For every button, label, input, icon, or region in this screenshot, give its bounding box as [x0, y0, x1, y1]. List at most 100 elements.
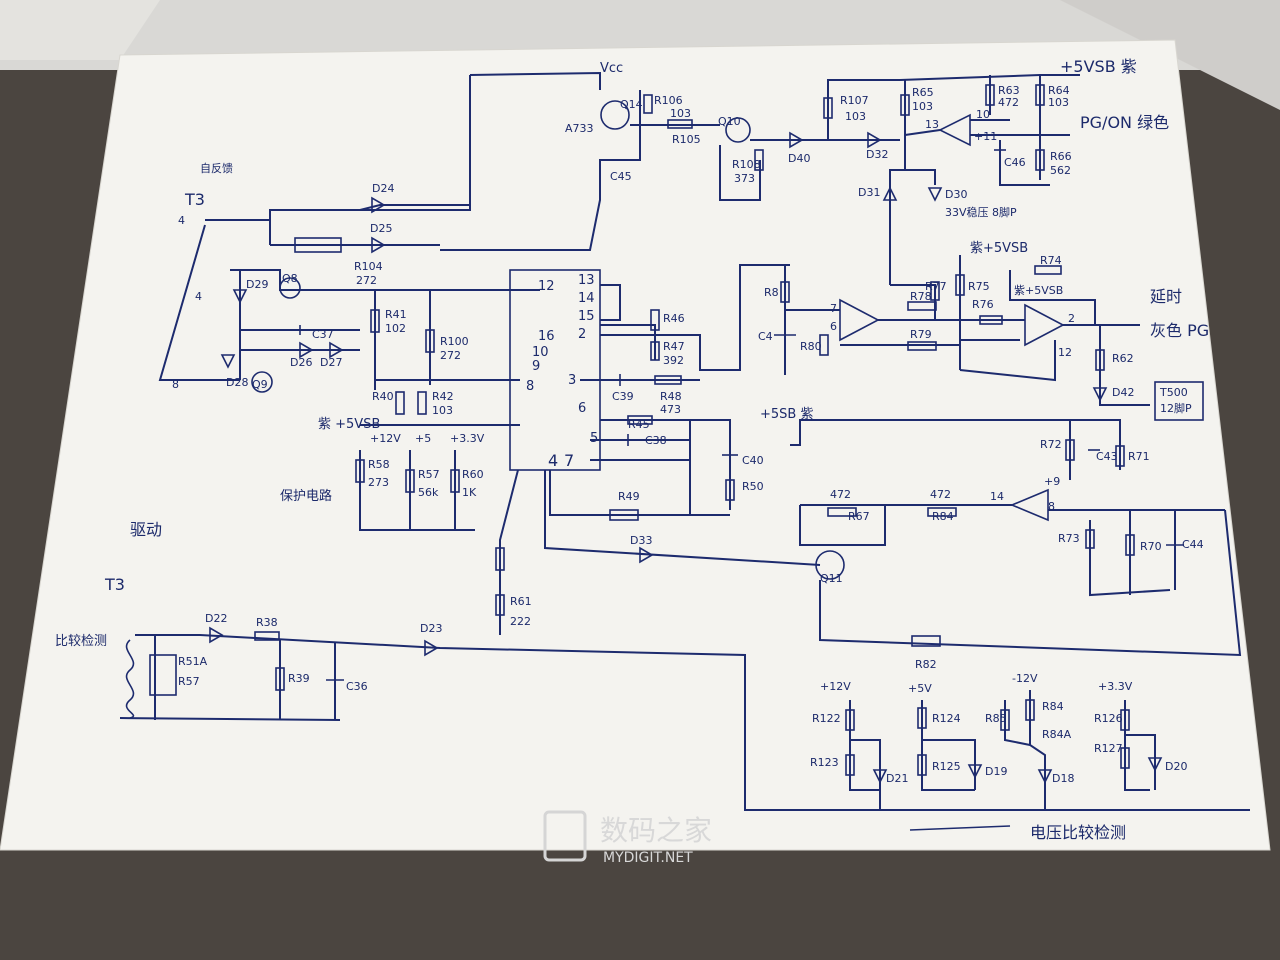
r61-val: 222 [510, 615, 531, 628]
pin11-label: +11 [974, 130, 997, 143]
q9-label: Q9 [252, 378, 268, 391]
background-paper-left [0, 0, 160, 60]
q9-transistor [251, 371, 273, 393]
pwm-ic-body [509, 269, 601, 471]
d33-diode [639, 546, 654, 564]
r45-label: R45 [628, 418, 650, 431]
r67-label: R67 [848, 510, 870, 523]
ic-pin8: 8 [526, 379, 534, 394]
r74-resistor [1034, 265, 1062, 275]
r62-resistor [1095, 349, 1105, 371]
t3-compare-section: T3 比较检测 R51A R57 D22 R38 R39 C36 D23 [55, 575, 1250, 811]
comparator-pg-on [938, 113, 971, 147]
r40-label: R40 [372, 390, 394, 403]
r64-label: R64 [1048, 84, 1070, 97]
scribble-out [909, 825, 1011, 831]
r39-resistor [275, 667, 285, 691]
r42-val: 103 [432, 404, 453, 417]
pin8-label: 8 [172, 378, 179, 391]
q11-label: Q11 [820, 572, 843, 585]
r125-label: R125 [932, 760, 961, 773]
c37-label: C37 [312, 328, 334, 341]
r77-resistor [930, 281, 940, 301]
d30-note: 33V稳压 8脚P [945, 205, 1017, 219]
r106-label: R106 [654, 94, 683, 107]
c45-label: C45 [610, 170, 632, 183]
r63-val: 472 [998, 96, 1019, 109]
q11-transistor [815, 550, 845, 580]
r38-label: R38 [256, 616, 278, 629]
q11-emitter-resistor [495, 547, 505, 571]
r66-resistor [1035, 149, 1045, 171]
r49-label: R49 [618, 490, 640, 503]
r42-resistor [417, 391, 427, 415]
t3-bottom-label: T3 [104, 575, 125, 594]
d33-label: D33 [630, 534, 652, 547]
r45-resistor [627, 415, 653, 425]
compare-note: 比较检测 [55, 634, 107, 649]
d31-diode [882, 186, 898, 201]
pg-on-section: R65 103 R63 472 R64 103 +5VSB 紫 13 10 +1… [858, 57, 1169, 285]
r65-label: R65 [912, 86, 934, 99]
watermark-logo-icon [543, 810, 587, 862]
r50-label: R50 [742, 480, 764, 493]
r105-val: 103 [670, 107, 691, 120]
d19-diode [967, 764, 983, 779]
d26-label: D26 [290, 356, 312, 369]
r71-label: R71 [1128, 450, 1150, 463]
comparator-q11 [1009, 488, 1049, 522]
r104-label: R104 [354, 260, 383, 273]
r108-val: 373 [734, 172, 755, 185]
d40-label: D40 [788, 152, 810, 165]
r75-label: R75 [968, 280, 990, 293]
t3-feedback-section: T3 自反馈 4 D24 D25 R104 272 4 8 Q8 D29 C37… [158, 162, 540, 432]
d22-label: D22 [205, 612, 227, 625]
r108-resistor [754, 149, 764, 171]
voltage-compare-label: 电压比较检测 [1030, 823, 1126, 842]
r38-resistor [254, 631, 280, 641]
r85-resistor [1000, 709, 1010, 731]
op3-pin9: +9 [1044, 475, 1060, 488]
d20-label: D20 [1165, 760, 1187, 773]
t500-box [1154, 381, 1204, 421]
r60-label: R60 [462, 468, 484, 481]
r73-label: R73 [1058, 532, 1080, 545]
pin10-label: 10 [976, 108, 990, 121]
q11-comparator-section: +5SB 紫 R72 C43 R71 14 +9 8 472 R67 472 R… [760, 407, 1242, 671]
r123-resistor [845, 754, 855, 776]
d26-diode [299, 341, 314, 359]
ic-pin10: 10 [532, 345, 549, 360]
ic-pin9: 9 [532, 359, 540, 374]
r57-val: 56k [418, 486, 439, 499]
p33v-label: +3.3V [450, 432, 485, 445]
op3-pin8: 8 [1048, 500, 1055, 513]
r51a-r57-pair [149, 654, 177, 696]
v33-label: +3.3V [1098, 680, 1133, 693]
d23-diode [424, 639, 439, 657]
d24-diode [371, 196, 386, 214]
v12-label: +12V [820, 680, 851, 693]
r100-resistor [425, 329, 435, 353]
d21-diode [872, 769, 888, 784]
ic-pin15: 15 [578, 309, 595, 324]
c44-label: C44 [1182, 538, 1204, 551]
d19-label: D19 [985, 765, 1007, 778]
paper-sheet [0, 39, 1271, 851]
q10-transistor [725, 117, 751, 143]
r105-label: R105 [672, 133, 701, 146]
purple-5vsb-label: 紫 +5VSB [318, 417, 380, 432]
c4-label: C4 [758, 330, 773, 343]
r126-label: R126 [1094, 712, 1123, 725]
r61-label: R61 [510, 595, 532, 608]
r70-resistor [1125, 534, 1135, 556]
ic-pin4: 4 [548, 451, 558, 470]
r48-label: R48 [660, 390, 682, 403]
t3-winding [125, 639, 135, 719]
c43-label: C43 [1096, 450, 1118, 463]
c36-label: C36 [346, 680, 368, 693]
r73-resistor [1085, 529, 1095, 549]
r46-label: R46 [663, 312, 685, 325]
d25-label: D25 [370, 222, 392, 235]
a733-label: A733 [565, 122, 594, 135]
